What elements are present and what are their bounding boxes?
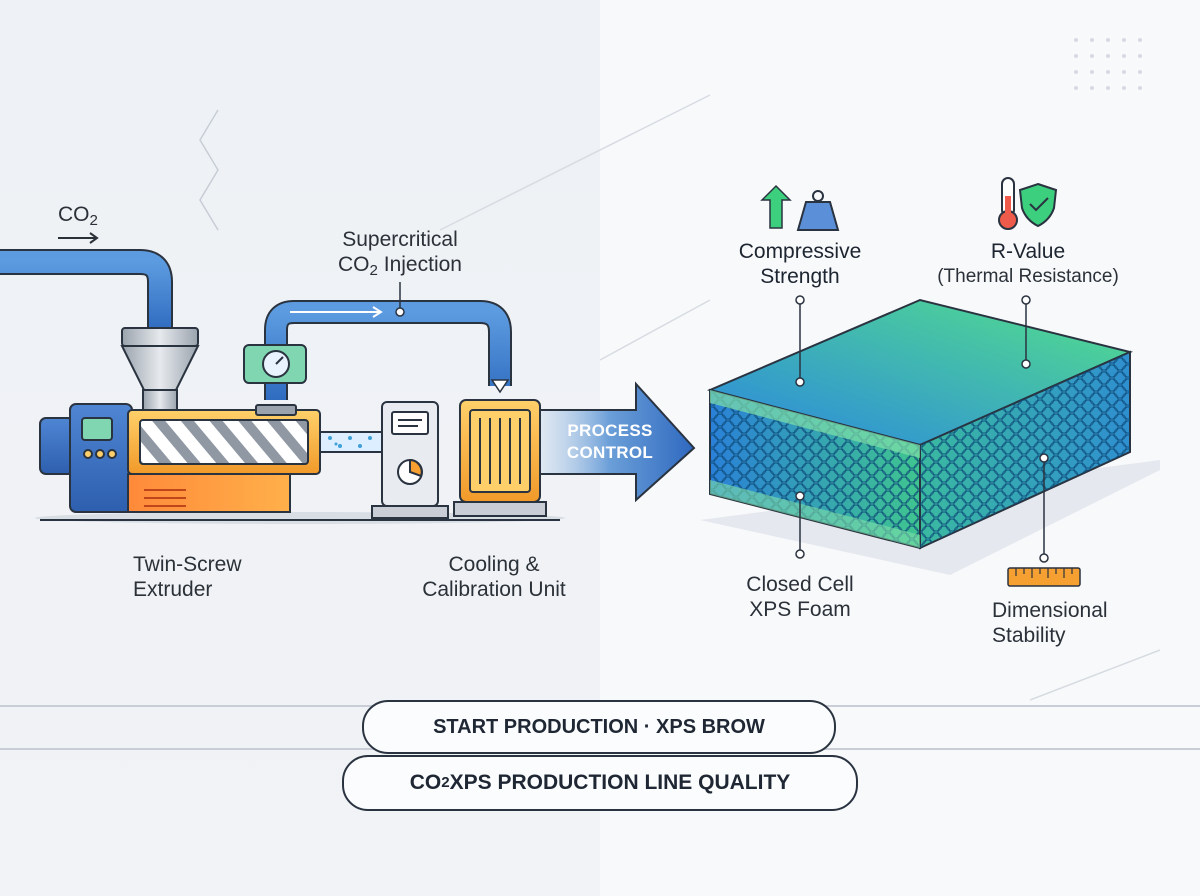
ruler-icon [1007, 567, 1081, 587]
compressive-strength-label: Compressive Strength [738, 240, 862, 288]
injection-pipe [264, 300, 512, 400]
dimensional-stability-label: Dimensional Stability [992, 599, 1108, 647]
process-control-arrow [539, 381, 696, 503]
shield-check-icon [1018, 182, 1058, 228]
hopper [120, 327, 200, 413]
motor [39, 403, 133, 513]
injection-label: Supercritical CO2 Injection [338, 228, 462, 279]
flow-connector [319, 431, 383, 453]
xps-foam-block [706, 298, 1134, 550]
extruder-label: Twin-Screw Extruder [133, 553, 242, 601]
weight-icon [796, 190, 840, 231]
start-production-banner: START PRODUCTION · XPS BROW [362, 700, 836, 754]
r-value-label: R-Value (Thermal Resistance) [937, 240, 1119, 287]
pressure-gauge-icon [243, 344, 307, 384]
up-arrow-icon [760, 184, 792, 229]
cooling-unit [371, 401, 449, 519]
arrow-right-icon [58, 232, 99, 244]
process-control-label: PROCESS CONTROL [566, 421, 654, 462]
extruder-barrel [127, 404, 321, 513]
decorative-lines [199, 94, 1161, 701]
co2-inlet-label: CO2 [58, 203, 98, 229]
dot-grid-decoration [1074, 38, 1142, 90]
callout-lines [795, 295, 1049, 563]
closed-cell-foam-label: Closed Cell XPS Foam [746, 573, 854, 621]
calibration-unit [453, 399, 547, 517]
cooling-calibration-label: Cooling & Calibration Unit [422, 553, 566, 601]
thermometer-icon [998, 177, 1018, 230]
